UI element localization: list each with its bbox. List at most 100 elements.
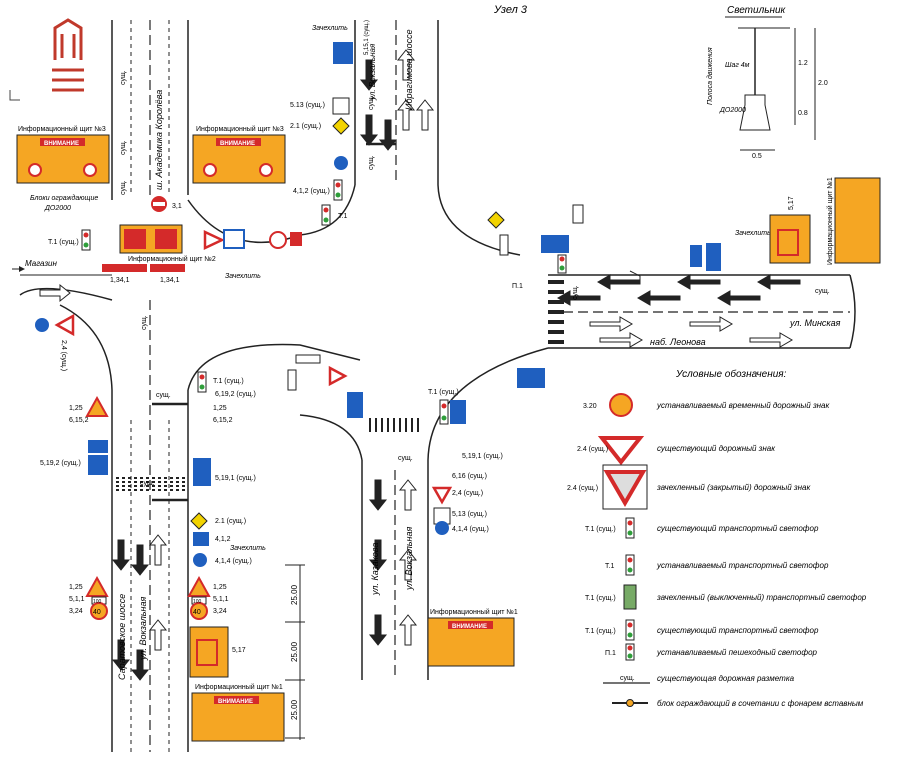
lamp-dim-2: 2.0 [818, 80, 828, 87]
svg-text:зачехленный (закрытый) дорожны: зачехленный (закрытый) дорожный знак [656, 483, 811, 492]
lane-arrows [39, 49, 801, 681]
svg-text:сущ.: сущ. [398, 455, 413, 462]
svg-text:5,13 (сущ.): 5,13 (сущ.) [452, 511, 487, 518]
svg-text:Т.1: Т.1 [605, 563, 614, 570]
svg-text:6,15,2: 6,15,2 [213, 417, 233, 424]
info-board-2: Информационный щит №2 1,34,1 1,34,1 [102, 224, 216, 284]
svg-text:Т.1 (сущ.): Т.1 (сущ.) [585, 595, 616, 602]
svg-text:4,1,4 (сущ.): 4,1,4 (сущ.) [452, 526, 489, 533]
svg-text:Информационный щит №1: Информационный щит №1 [195, 683, 283, 691]
svg-text:1,25: 1,25 [69, 584, 83, 591]
legend: Условные обозначения: 3.20 устанавливаем… [567, 368, 867, 708]
svg-text:сущ.: сущ. [120, 140, 127, 155]
svg-text:Т.1 (сущ.): Т.1 (сущ.) [213, 378, 244, 385]
lamp-dim-4: 0.5 [752, 153, 762, 160]
svg-text:5,1,1: 5,1,1 [69, 596, 85, 603]
svg-text:существующий транспортный свет: существующий транспортный светофор [657, 626, 819, 635]
svg-text:сущ.: сущ. [368, 95, 375, 110]
legend-title: Условные обозначения: [675, 368, 787, 380]
svg-text:5,19,1 (сущ.): 5,19,1 (сущ.) [215, 475, 256, 482]
svg-text:5,19,1 (сущ.): 5,19,1 (сущ.) [462, 453, 503, 460]
company-logo [52, 18, 84, 92]
yield-sign-left [54, 313, 75, 337]
lamp-step-label: Шаг 4м [725, 62, 750, 69]
svg-text:2.1 (сущ.): 2.1 (сущ.) [290, 123, 321, 130]
street-vokzalnaya-bottom: ул. Вокзальная [138, 597, 148, 661]
svg-text:устанавливаемый транспортный с: устанавливаемый транспортный светофор [656, 561, 829, 570]
svg-text:2,4 (сущ.): 2,4 (сущ.) [452, 490, 483, 497]
svg-text:3,24: 3,24 [69, 608, 83, 615]
svg-text:сущ.: сущ. [120, 180, 127, 195]
svg-text:существующий транспортный свет: существующий транспортный светофор [657, 524, 819, 533]
svg-text:П.1: П.1 [512, 283, 523, 290]
svg-text:блок ограждающий в сочетании с: блок ограждающий в сочетании с фонарем в… [657, 699, 864, 708]
svg-text:5,17: 5,17 [232, 647, 246, 654]
street-korolev: ш. Академика Королёва [154, 90, 164, 190]
yield-sign [203, 230, 225, 250]
street-magazin: Магазин [25, 259, 58, 268]
lamp-title: Светильник [727, 5, 787, 16]
svg-text:сущ.: сущ. [120, 70, 127, 85]
svg-text:1,34,1: 1,34,1 [110, 277, 130, 284]
road-saratov [111, 300, 189, 752]
svg-text:Т.1 (сущ.): Т.1 (сущ.) [585, 628, 616, 635]
svg-text:Информационный щит №1: Информационный щит №1 [430, 608, 518, 616]
svg-text:Т.1 (сущ.): Т.1 (сущ.) [428, 389, 459, 396]
node-title: Узел 3 [493, 4, 528, 16]
svg-text:25.00: 25.00 [290, 584, 299, 605]
roadworks-sign-3 [187, 575, 211, 597]
svg-text:ВНИМАНИЕ: ВНИМАНИЕ [218, 699, 253, 705]
svg-text:2.4 (сущ.): 2.4 (сущ.) [577, 446, 608, 453]
street-kazakov: ул. Казакова [370, 543, 380, 596]
roadworks-sign-1 [85, 395, 109, 417]
svg-text:3,1: 3,1 [172, 203, 182, 210]
svg-text:3,24: 3,24 [213, 608, 227, 615]
crosswalk-center [369, 418, 419, 432]
svg-text:сущ.: сущ. [572, 285, 579, 300]
detour-sign [189, 626, 229, 678]
roadworks-sign-2 [85, 575, 109, 597]
svg-text:2,4 (сущ.): 2,4 (сущ.) [60, 340, 67, 371]
info-board-1-mid: Информационный щит №1 ВНИМАНИЕ [427, 608, 518, 667]
road-korolev [111, 20, 189, 200]
svg-text:ВНИМАНИЕ: ВНИМАНИЕ [220, 141, 255, 147]
svg-text:3.20: 3.20 [583, 403, 597, 410]
svg-text:зачехленный (выключенный) тран: зачехленный (выключенный) транспортный с… [656, 593, 867, 602]
svg-text:сущ.: сущ. [815, 288, 830, 295]
svg-text:4,1,2 (сущ.): 4,1,2 (сущ.) [293, 188, 330, 195]
svg-text:6,19,2 (сущ.): 6,19,2 (сущ.) [215, 391, 256, 398]
svg-text:устанавливаемый временный доро: устанавливаемый временный дорожный знак [656, 401, 831, 410]
svg-text:6,15,2: 6,15,2 [69, 417, 89, 424]
street-leonov: наб. Леонова [650, 337, 706, 347]
street-vokzalnaya-top: ул. Вокзальная [368, 43, 377, 101]
svg-text:Информационный щит №3: Информационный щит №3 [18, 125, 106, 133]
info-sign [223, 229, 245, 249]
frame-corner [9, 90, 20, 101]
svg-text:Информационный щит №1: Информационный щит №1 [826, 177, 834, 265]
info-board-1-bottom: Информационный щит №1 ВНИМАНИЕ [191, 683, 285, 742]
zachekhlit-bottom: Зачехлить [230, 545, 266, 552]
svg-text:сущ.: сущ. [141, 315, 148, 330]
svg-text:Информационный щит №2: Информационный щит №2 [128, 255, 216, 263]
svg-text:устанавливаемый пешеходный све: устанавливаемый пешеходный светофор [656, 648, 818, 657]
lamp-pole-label: Полоса движения [706, 47, 714, 105]
svg-text:6,16 (сущ.): 6,16 (сущ.) [452, 473, 487, 480]
zachekhlit-top: Зачехлить [312, 25, 348, 32]
svg-text:П.1: П.1 [605, 650, 616, 657]
info-board-3-left: Информационный щит №3 ВНИМАНИЕ [16, 125, 110, 184]
svg-text:40: 40 [193, 609, 201, 616]
svg-text:100: 100 [93, 599, 102, 605]
svg-text:1,25: 1,25 [69, 405, 83, 412]
svg-text:2.1 (сущ.): 2.1 (сущ.) [215, 518, 246, 525]
svg-text:5,19,2 (сущ.): 5,19,2 (сущ.) [40, 460, 81, 467]
svg-text:4,1,4 (сущ.): 4,1,4 (сущ.) [215, 558, 252, 565]
svg-text:1,34,1: 1,34,1 [160, 277, 180, 284]
svg-text:40: 40 [93, 609, 101, 616]
svg-text:100: 100 [193, 599, 202, 605]
speed-limit-sign-2 [190, 602, 208, 620]
svg-text:5,17: 5,17 [788, 196, 795, 210]
svg-text:ДО2000: ДО2000 [44, 205, 71, 212]
svg-text:сущ.: сущ. [140, 480, 155, 487]
info-board-1-right: Информационный щит №1 [826, 177, 881, 265]
zachekhlit-mid: Зачехлить [225, 273, 261, 280]
